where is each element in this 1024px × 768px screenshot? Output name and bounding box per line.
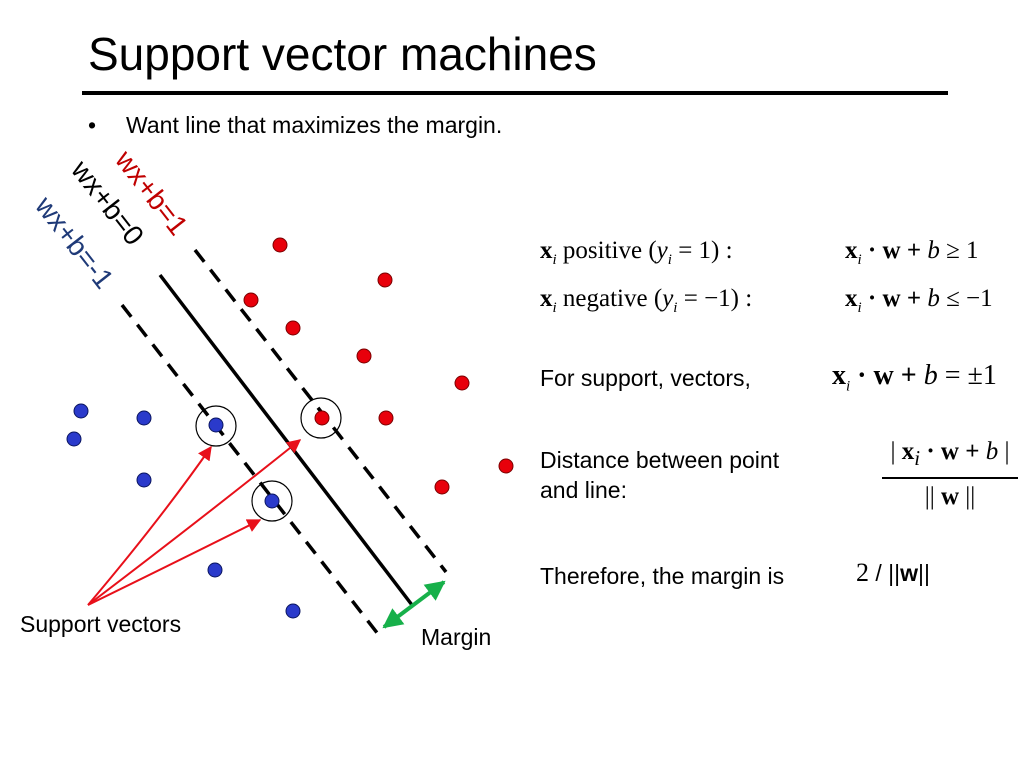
positive-point [314,410,330,426]
page-title: Support vector machines [88,28,597,80]
bullet-dot: • [88,112,97,138]
bullet-item: • Want line that maximizes the margin. [88,112,502,139]
distance-numerator: | xi · w + b | [890,438,1010,470]
decision-boundary-line [158,273,414,607]
negative-point [285,603,301,619]
positive-point [285,320,301,336]
margin-label: Margin [421,624,491,650]
support-vector-arrow-2 [87,439,302,606]
negative-point [264,493,280,509]
support-vector-ring [300,397,342,439]
title-underline [82,91,948,95]
positive-point [434,479,450,495]
positive-inequality: xi · w + b ≥ 1 [845,237,979,268]
negative-inequality: xi · w + b ≤ −1 [845,285,993,316]
distance-text-line-2: and line: [540,477,627,503]
support-vector-ring [251,480,293,522]
distance-text: Distance between point and line: [540,445,779,505]
negative-point [136,410,152,426]
negative-margin-line [120,303,380,636]
distance-fraction: | xi · w + b | || w || [882,438,1018,511]
positive-condition-equation: xi positive (yi = 1) : [540,237,733,268]
positive-point [498,458,514,474]
support-vectors-equation: xi · w + b = ±1 [832,360,997,395]
negative-point [207,562,223,578]
negative-point [208,417,224,433]
fraction-bar [882,477,1018,479]
negative-points [66,403,301,619]
support-vector-arrow-3 [87,519,262,606]
positive-point [356,348,372,364]
positive-point [243,292,259,308]
bullet-text: Want line that maximizes the margin. [126,112,503,138]
negative-condition-equation: xi negative (yi = −1) : [540,285,753,316]
negative-point [66,431,82,447]
distance-denominator: || w || [924,483,976,510]
distance-text-line-1: Distance between point [540,447,780,473]
support-vectors-label: Support vectors [20,611,181,637]
positive-point [378,410,394,426]
margin-equation: 2 / ||w|| [856,558,930,587]
support-vector-arrow-1 [87,445,212,606]
positive-point [272,237,288,253]
negative-point [136,472,152,488]
positive-point [454,375,470,391]
therefore-text: Therefore, the margin is [540,563,785,589]
positive-points [243,237,514,495]
negative-point [73,403,89,419]
support-vector-ring [195,405,237,447]
positive-point [377,272,393,288]
support-vectors-text: For support, vectors, [540,365,751,391]
margin-arrow [382,580,446,629]
